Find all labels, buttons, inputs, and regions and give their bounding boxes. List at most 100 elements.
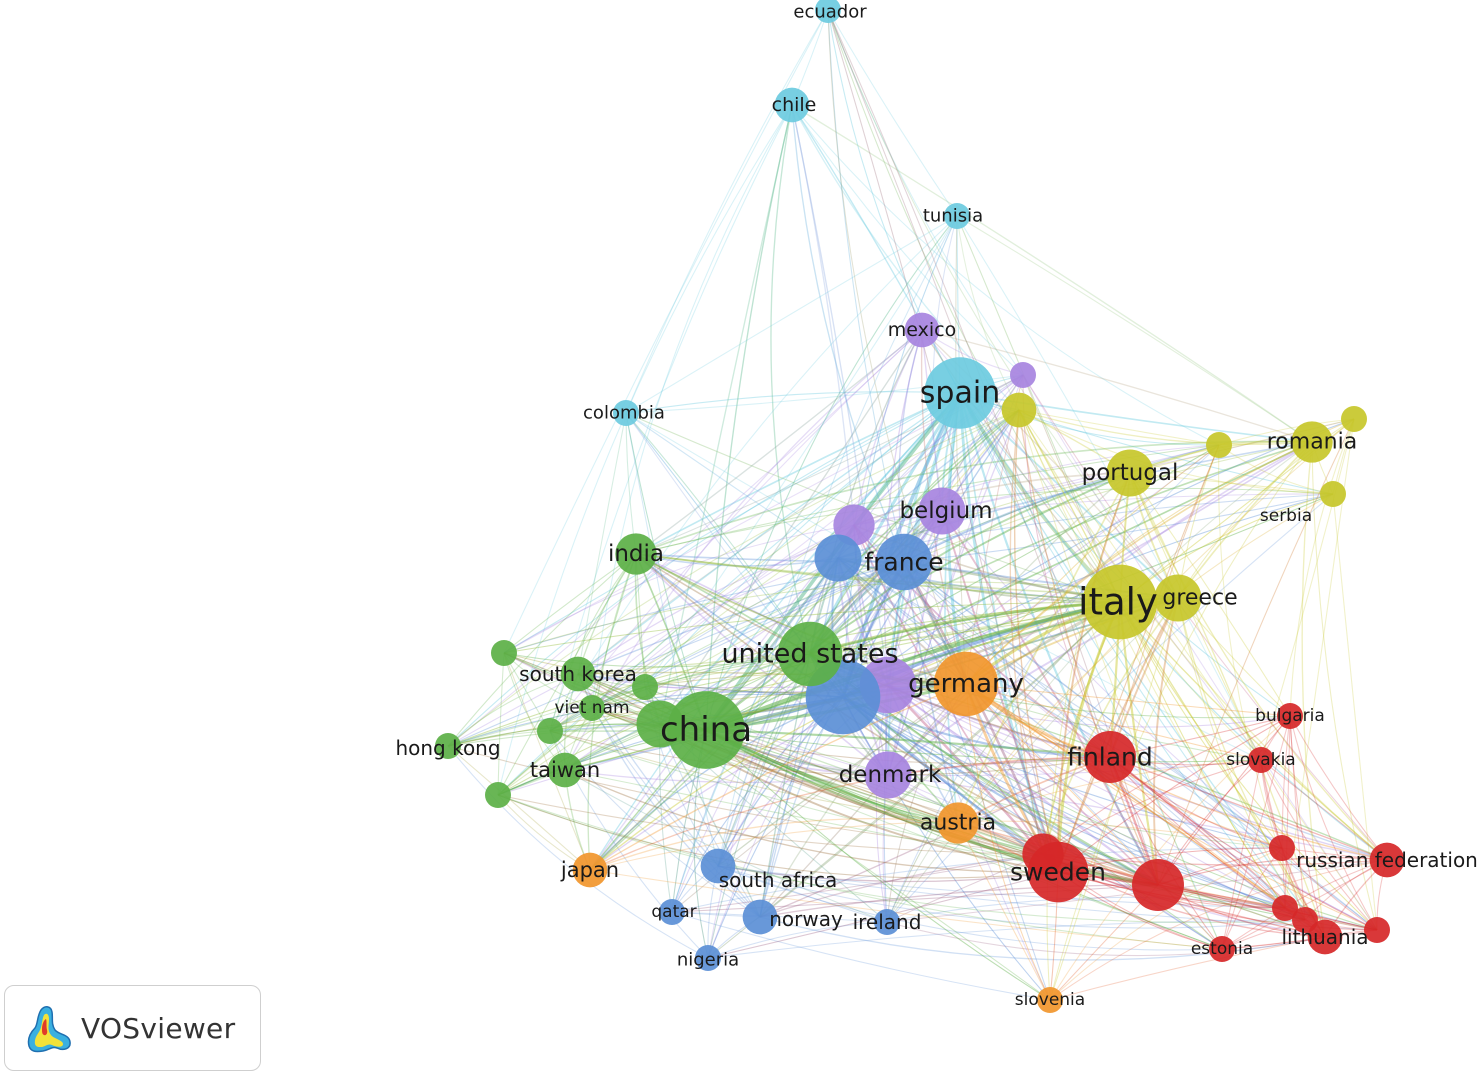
node-green-b[interactable] — [632, 674, 658, 700]
link-india-hong-kong — [447, 553, 637, 747]
label-greece: greece — [1162, 586, 1237, 611]
link-norway-germany — [759, 683, 967, 918]
node-purple-c[interactable] — [1010, 362, 1036, 388]
node-estonia[interactable] — [1209, 936, 1235, 962]
node-yellow-b[interactable] — [1341, 406, 1367, 432]
node-romania[interactable] — [1291, 421, 1333, 463]
link-ecuador-colombia — [625, 9, 829, 414]
link-belgium-denmark — [887, 510, 943, 776]
node-tunisia[interactable] — [944, 203, 970, 229]
link-ecuador-sweden — [827, 9, 1059, 873]
node-mexico[interactable] — [904, 312, 940, 348]
node-norway[interactable] — [742, 899, 778, 935]
link-portugal-lithuania — [1129, 472, 1326, 938]
link-finland-estonia — [1109, 756, 1223, 950]
node-china[interactable] — [667, 691, 745, 769]
link-tunisia-blue-main — [842, 215, 958, 698]
link-belgium-sweden — [941, 510, 1059, 873]
node-yellow-a[interactable] — [1001, 392, 1037, 428]
link-greece-red-a — [1153, 597, 1179, 886]
node-portugal[interactable] — [1106, 449, 1154, 497]
link-chile-purple-a — [791, 104, 855, 526]
node-italy[interactable] — [1082, 564, 1158, 640]
link-spain-estonia — [959, 392, 1223, 950]
node-green-e[interactable] — [485, 782, 511, 808]
node-red-e[interactable] — [1292, 907, 1318, 933]
node-viet-nam[interactable] — [579, 695, 605, 721]
node-france[interactable] — [875, 533, 933, 591]
link-blue-a-south-africa — [717, 557, 839, 867]
node-red-a[interactable] — [1132, 859, 1184, 911]
label-serbia: serbia — [1260, 506, 1312, 526]
node-belgium[interactable] — [918, 487, 966, 535]
link-yellow-b-yellow-c — [1218, 418, 1355, 446]
node-blue-a[interactable] — [814, 534, 862, 582]
node-austria[interactable] — [937, 802, 979, 844]
node-green-c[interactable] — [636, 700, 684, 748]
node-ireland[interactable] — [874, 909, 900, 935]
node-finland[interactable] — [1084, 731, 1136, 783]
node-yellow-c[interactable] — [1206, 432, 1232, 458]
link-france-taiwan — [564, 561, 905, 771]
link-united-states-romania — [809, 441, 1313, 655]
link-united-states-yellow-a — [809, 409, 1020, 655]
node-south-africa[interactable] — [700, 848, 736, 884]
link-qatar-green-c — [659, 723, 673, 913]
link-romania-yellow-a — [1018, 409, 1313, 445]
node-lithuania[interactable] — [1307, 919, 1343, 955]
link-germany-japan — [589, 683, 967, 871]
node-taiwan[interactable] — [547, 752, 583, 788]
link-norway-yellow-a — [759, 409, 1020, 918]
link-taiwan-sweden — [564, 769, 1059, 873]
node-green-d[interactable] — [537, 718, 563, 744]
link-tunisia-italy — [956, 215, 1121, 603]
link-france-portugal — [903, 472, 1131, 563]
link-sweden-lithuania — [1057, 871, 1326, 938]
link-chile-green-e — [497, 104, 793, 796]
link-portugal-slovakia — [1129, 472, 1262, 761]
link-slovakia-red-f — [1260, 759, 1378, 931]
node-india[interactable] — [615, 533, 657, 575]
link-yellow-a-red-d — [1018, 409, 1286, 909]
link-chile-romania — [791, 104, 1313, 443]
link-china-slovenia — [705, 729, 1051, 1001]
node-serbia[interactable] — [1320, 481, 1346, 507]
node-chile[interactable] — [774, 87, 810, 123]
link-blue-main-japan — [589, 696, 844, 871]
link-mexico-hong-kong — [447, 329, 923, 747]
node-colombia[interactable] — [613, 400, 639, 426]
link-germany-slovenia — [965, 683, 1051, 1001]
node-red-c[interactable] — [1269, 835, 1295, 861]
node-germany[interactable] — [933, 651, 999, 717]
link-yellow-b-bulgaria — [1289, 418, 1355, 717]
node-bulgaria[interactable] — [1277, 703, 1303, 729]
link-china-italy — [705, 600, 1121, 732]
node-red-b[interactable] — [1022, 833, 1064, 875]
label-qatar: qatar — [651, 902, 696, 922]
node-red-d[interactable] — [1272, 895, 1298, 921]
node-denmark[interactable] — [864, 751, 912, 799]
node-slovenia[interactable] — [1037, 987, 1063, 1013]
link-south-africa-red-f — [717, 865, 1378, 931]
node-united-states[interactable] — [777, 621, 843, 687]
node-red-f[interactable] — [1364, 917, 1390, 943]
node-nigeria[interactable] — [695, 945, 721, 971]
label-france: france — [864, 548, 943, 577]
node-south-korea[interactable] — [560, 656, 596, 692]
node-japan[interactable] — [572, 852, 608, 888]
node-hong-kong[interactable] — [435, 733, 461, 759]
node-greece[interactable] — [1154, 574, 1202, 622]
link-ireland-serbia — [886, 493, 1334, 923]
node-green-a[interactable] — [491, 640, 517, 666]
link-green-d-austria — [549, 730, 959, 824]
node-russian-federation[interactable] — [1369, 842, 1405, 878]
node-slovakia[interactable] — [1248, 747, 1274, 773]
node-ecuador[interactable] — [815, 0, 841, 23]
link-yellow-a-red-f — [1018, 409, 1378, 931]
link-italy-red-d — [1119, 601, 1286, 909]
link-sweden-red-f — [1057, 871, 1378, 931]
link-viet-nam-hong-kong — [447, 707, 593, 747]
link-ireland-greece — [886, 597, 1179, 923]
node-spain[interactable] — [924, 357, 996, 429]
node-qatar[interactable] — [659, 899, 685, 925]
